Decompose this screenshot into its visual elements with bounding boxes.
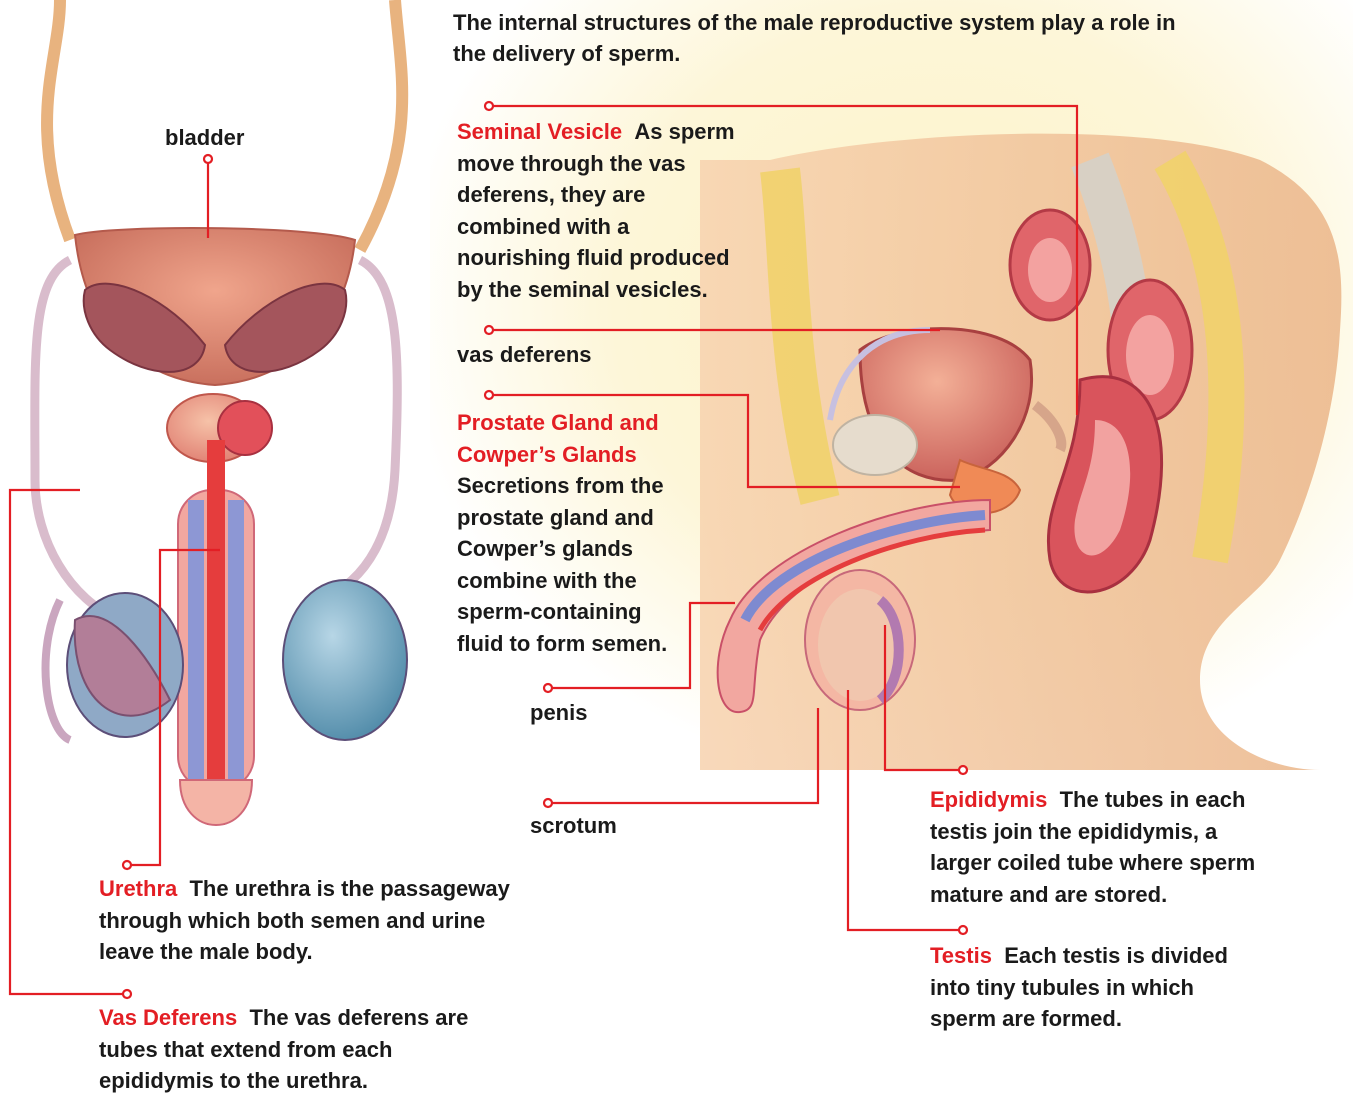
side-view-illustration	[700, 134, 1353, 770]
epididymis-title: Epididymis	[930, 787, 1047, 812]
left-ureter	[47, 0, 70, 240]
testis-callout: Testis Each testis is divided into tiny …	[930, 940, 1260, 1035]
bladder-label: bladder	[165, 124, 244, 152]
testis-title: Testis	[930, 943, 992, 968]
penis-label: penis	[530, 699, 587, 727]
seminal-vesicle-callout: Seminal Vesicle As sperm move through th…	[457, 116, 747, 305]
intro-text: The internal structures of the male repr…	[453, 7, 1213, 69]
vas-deferens-label: vas deferens	[457, 341, 592, 369]
prostate-callout: Prostate Gland and Cowper’s Glands Secre…	[457, 407, 692, 659]
vas-deferens-callout: Vas Deferens The vas deferens are tubes …	[99, 1002, 499, 1097]
right-testis-shape	[283, 580, 407, 740]
urethra-callout: Urethra The urethra is the passageway th…	[99, 873, 529, 968]
prostate-title: Prostate Gland and Cowper’s Glands	[457, 410, 659, 467]
scrotum-label: scrotum	[530, 812, 617, 840]
seminal-vesicle-title: Seminal Vesicle	[457, 119, 622, 144]
seminal-vesicle-text: As sperm move through the vas deferens, …	[457, 119, 735, 302]
prostate-text: Secretions from the prostate gland and C…	[457, 473, 667, 656]
right-ureter	[360, 0, 402, 250]
vas-deferens-title: Vas Deferens	[99, 1005, 237, 1030]
urethra-title: Urethra	[99, 876, 177, 901]
epididymis-callout: Epididymis The tubes in each testis join…	[930, 784, 1275, 910]
